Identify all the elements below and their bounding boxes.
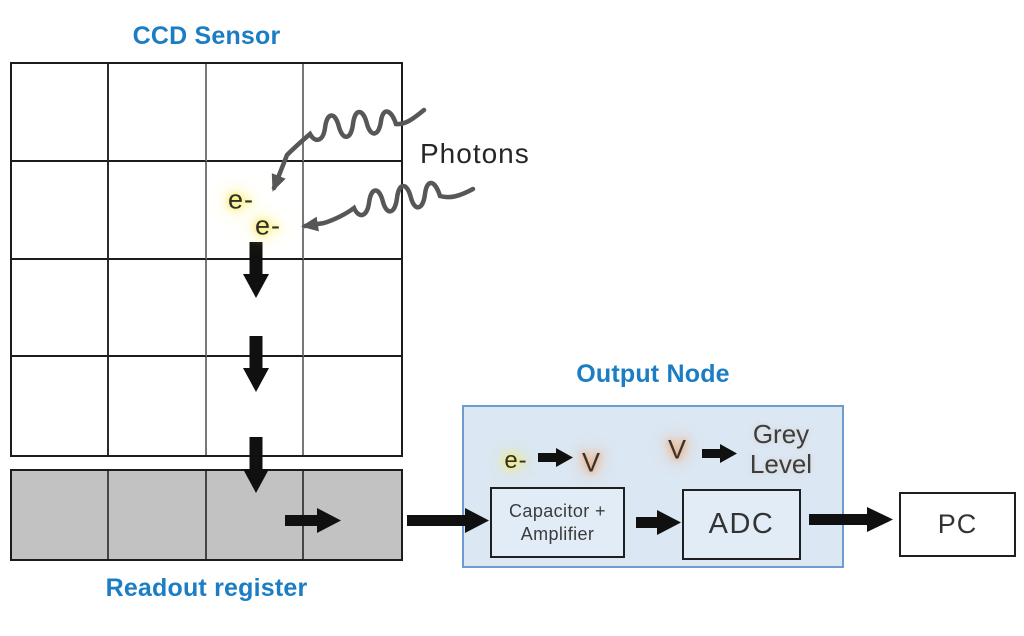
- node-electron-label: e-: [504, 447, 528, 474]
- ccd-cell: [303, 260, 401, 358]
- pc-box: PC: [899, 492, 1016, 557]
- ccd-cell: [109, 357, 207, 455]
- ccd-cell: [12, 357, 110, 455]
- ccd-cell: [109, 259, 207, 358]
- register-shift-arrow: [285, 508, 341, 533]
- electron-label-top: e-: [227, 184, 255, 215]
- electron-to-voltage-arrow: [538, 448, 573, 467]
- ccd-cell: [109, 161, 207, 260]
- capacitor-amplifier-box: Capacitor + Amplifier: [490, 487, 625, 558]
- adc-label: ADC: [708, 508, 775, 540]
- ccd-cell: [303, 162, 401, 260]
- output-node-title: Output Node: [576, 360, 730, 388]
- photons-label: Photons: [420, 138, 530, 169]
- register-cell: [12, 471, 110, 559]
- voltage-in-label: V: [581, 447, 601, 478]
- grey-level-label: Grey Level: [733, 419, 829, 479]
- photon-wave-arrows: [271, 107, 476, 232]
- readout-register: [10, 469, 403, 561]
- ccd-cell: [303, 64, 401, 162]
- capacitor-line2: Amplifier: [520, 523, 595, 544]
- readout-register-label: Readout register: [105, 574, 308, 602]
- grey-level-line1: Grey: [752, 419, 810, 449]
- capacitor-to-adc-arrow: [636, 510, 681, 535]
- photon-wave-1: [271, 107, 427, 192]
- capacitor-line1: Capacitor +: [509, 501, 606, 521]
- ccd-cell: [206, 64, 304, 162]
- ccd-cell: [12, 259, 110, 358]
- register-cell: [109, 471, 207, 559]
- adc-to-pc-arrow: [809, 507, 893, 532]
- electron-label-bottom: e-: [254, 210, 282, 241]
- ccd-sensor-title: CCD Sensor: [132, 22, 281, 50]
- charge-transfer-arrow-3: [243, 437, 269, 493]
- photon-wave-2: [301, 180, 476, 232]
- ccd-cell: [12, 64, 110, 162]
- charge-transfer-arrow-1: [243, 242, 269, 298]
- pc-label: PC: [937, 509, 978, 539]
- voltage-to-grey-arrow: [702, 444, 737, 463]
- charge-transfer-arrow-2: [243, 336, 269, 392]
- adc-box: ADC: [682, 489, 801, 560]
- ccd-cell: [304, 357, 401, 455]
- ccd-cell: [12, 161, 110, 260]
- grey-level-line2: Level: [749, 449, 813, 480]
- ccd-cell: [207, 357, 304, 455]
- ccd-cell: [109, 64, 207, 162]
- voltage-out-label: V: [667, 434, 687, 465]
- register-to-node-arrow: [407, 508, 489, 533]
